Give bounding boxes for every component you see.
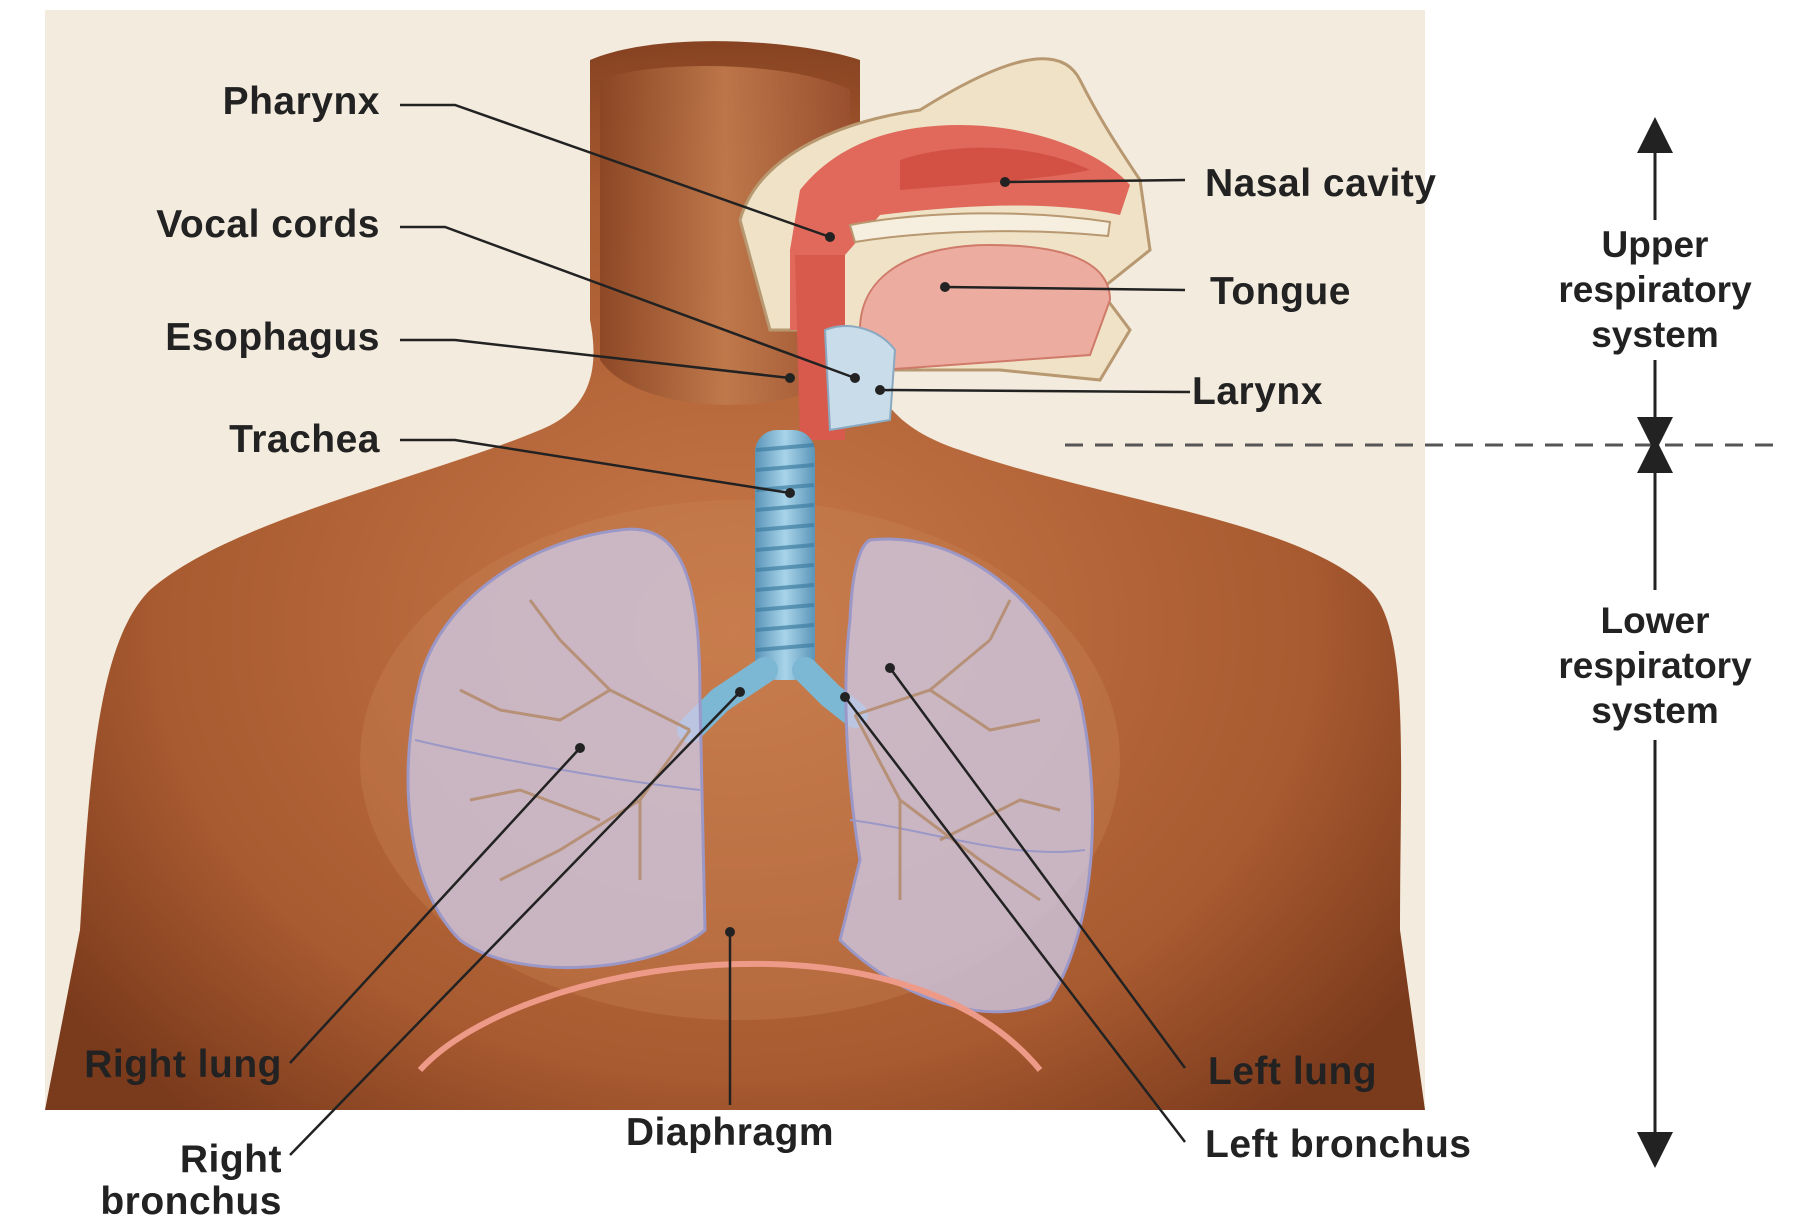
upper-system-label: Upper respiratory system: [1505, 222, 1805, 357]
lower-system-line1: Lower: [1505, 598, 1805, 643]
label-nasal-cavity: Nasal cavity: [1205, 164, 1437, 203]
upper-system-line3: system: [1505, 312, 1805, 357]
larynx-shape: [825, 326, 895, 430]
upper-system-line1: Upper: [1505, 222, 1805, 267]
label-left-lung: Left lung: [1208, 1052, 1377, 1091]
label-right-bronchus-line1: Right: [80, 1140, 282, 1179]
label-diaphragm: Diaphragm: [590, 1113, 870, 1152]
label-vocal-cords: Vocal cords: [60, 205, 380, 244]
lower-system-line2: respiratory: [1505, 643, 1805, 688]
upper-system-line2: respiratory: [1505, 267, 1805, 312]
label-left-bronchus: Left bronchus: [1205, 1125, 1472, 1164]
lower-system-label: Lower respiratory system: [1505, 598, 1805, 733]
label-trachea: Trachea: [160, 420, 380, 459]
label-right-bronchus-line2: bronchus: [20, 1182, 282, 1221]
label-pharynx: Pharynx: [160, 82, 380, 121]
label-esophagus: Esophagus: [60, 318, 380, 357]
label-right-lung: Right lung: [0, 1045, 282, 1084]
label-larynx: Larynx: [1192, 372, 1323, 411]
lower-system-line3: system: [1505, 688, 1805, 733]
label-tongue: Tongue: [1210, 272, 1351, 311]
